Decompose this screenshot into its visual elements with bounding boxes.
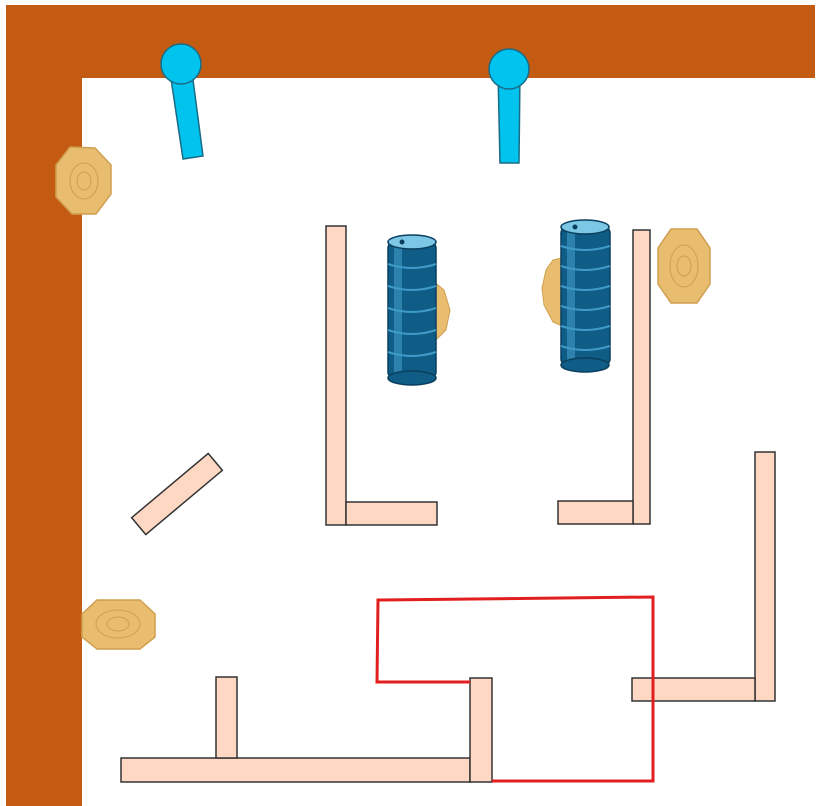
barrel-stack-left xyxy=(388,235,436,385)
barrel-stack-right xyxy=(561,220,610,372)
barrier-post-right-upright xyxy=(633,230,650,524)
paper-target-top-left xyxy=(56,147,111,214)
barrier-bottom-short-stub xyxy=(216,677,237,758)
barrier-post-left-upright xyxy=(326,226,346,525)
left-wall xyxy=(6,5,82,806)
top-wall xyxy=(6,5,815,78)
paper-target-left-lower xyxy=(82,600,155,649)
barrier-bottom-long xyxy=(121,758,470,782)
barrier-post-right-foot xyxy=(558,501,633,524)
paper-target-right xyxy=(658,229,710,303)
barrier-far-right-arm xyxy=(632,678,755,701)
barrier-post-left-foot xyxy=(346,502,437,525)
barrier-far-right-upright xyxy=(755,452,775,701)
barrier-bottom-center-stub xyxy=(470,678,492,782)
